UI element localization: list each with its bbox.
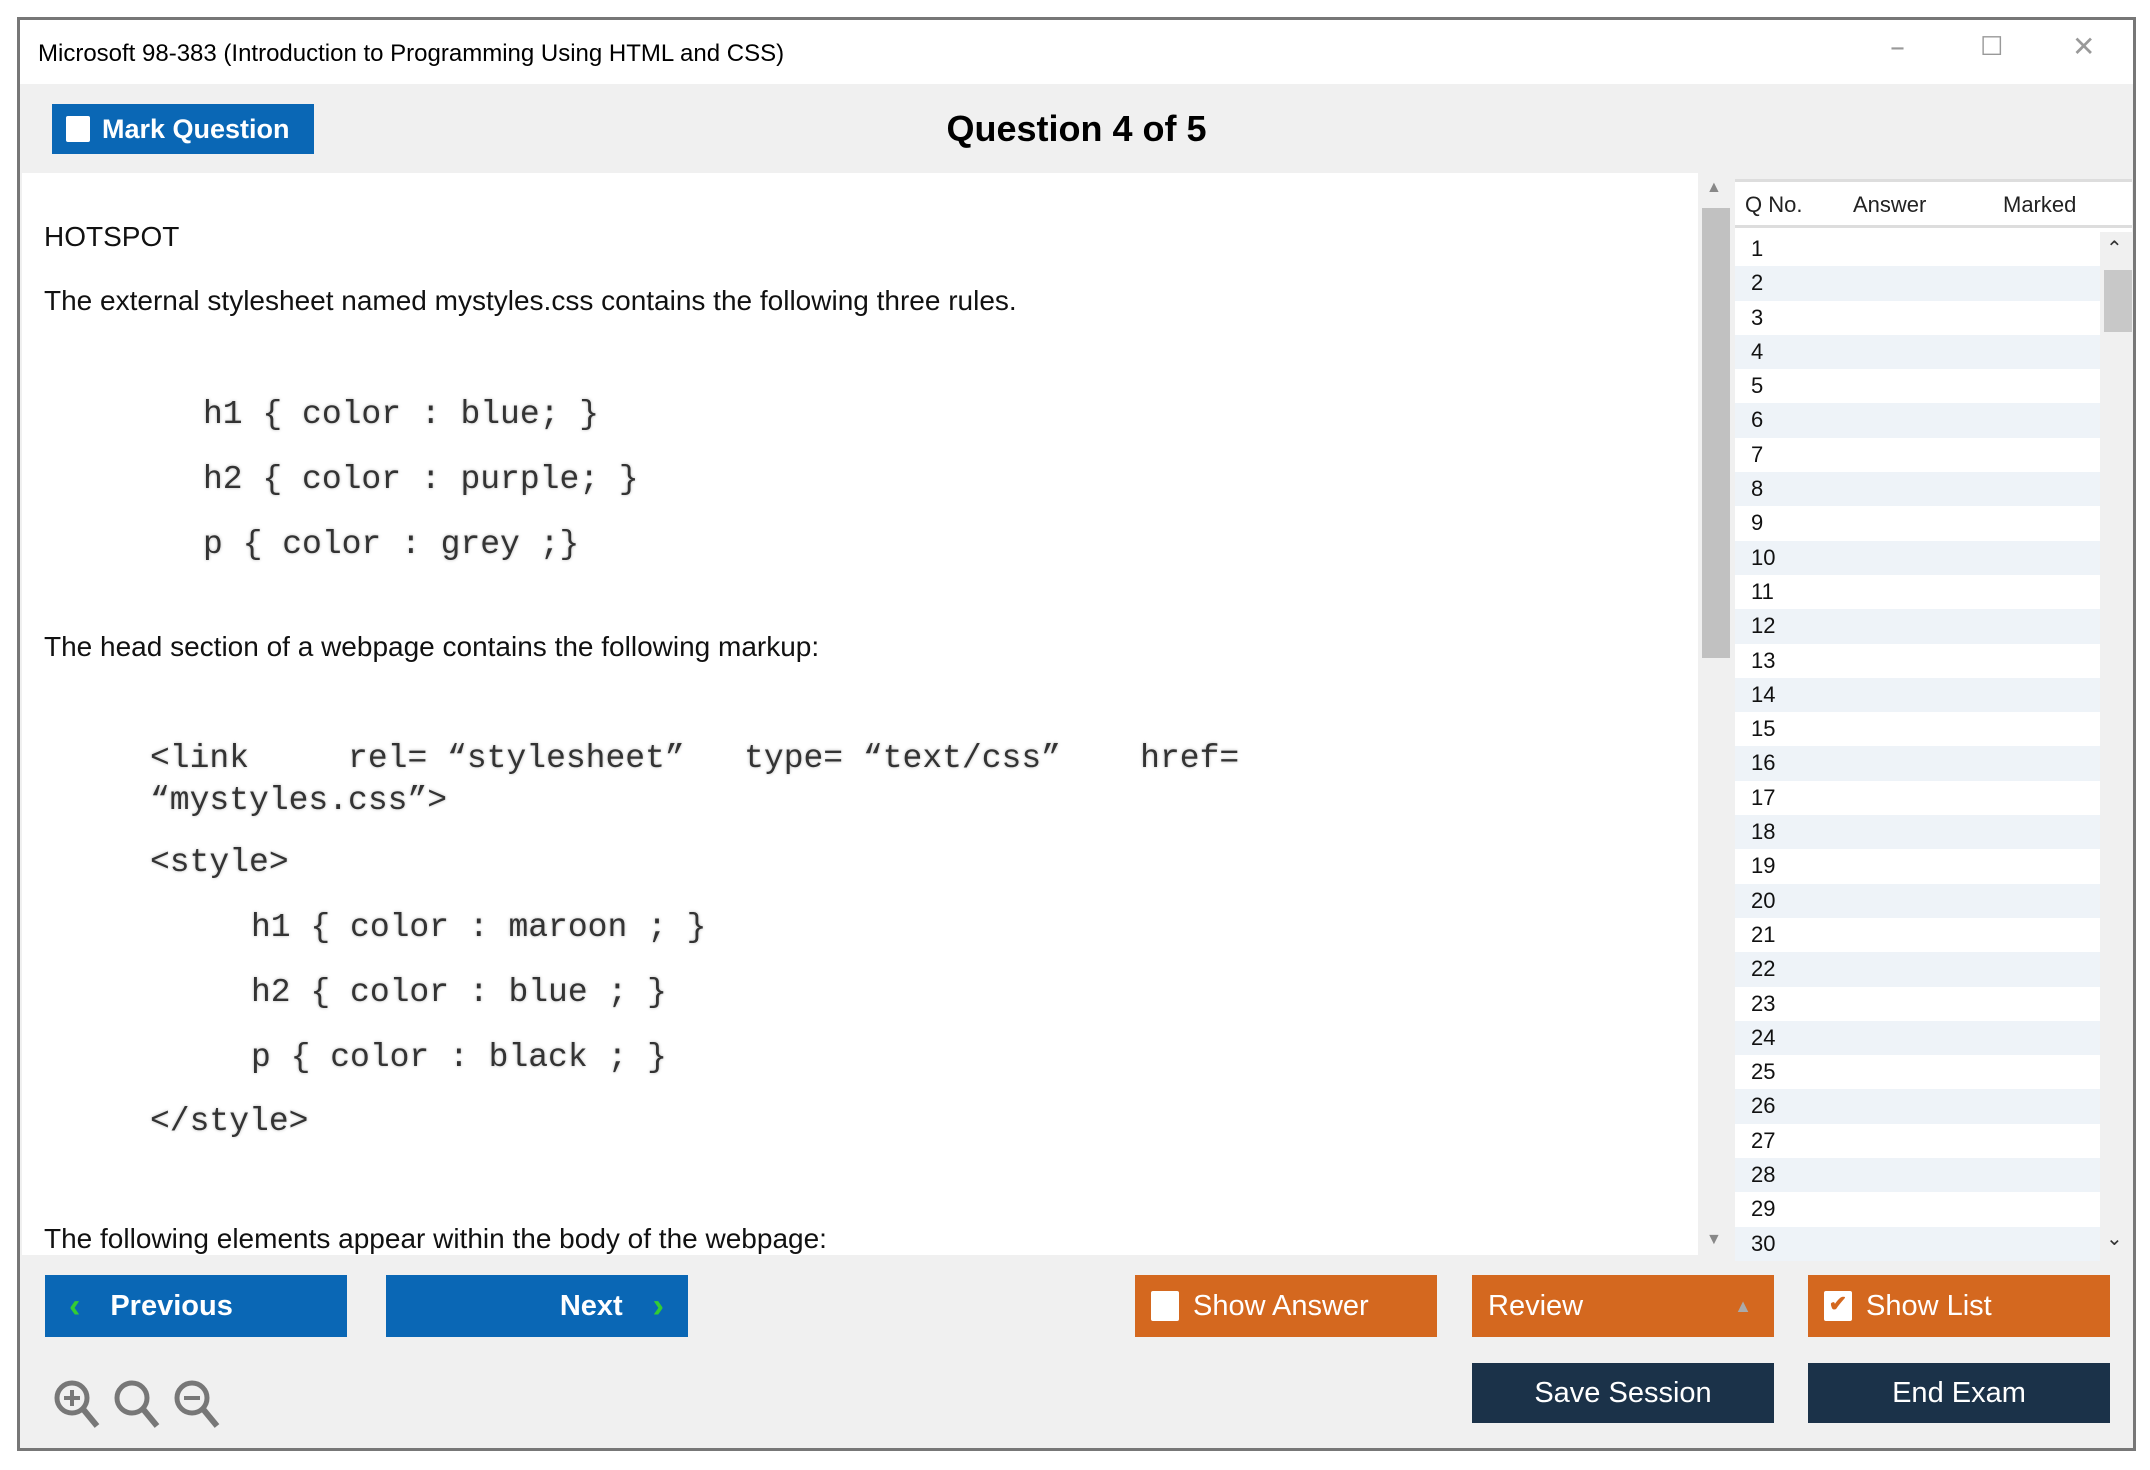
- exam-window: Microsoft 98-383 (Introduction to Progra…: [17, 17, 2136, 1451]
- col-marked[interactable]: Marked: [2003, 192, 2077, 217]
- head-intro: The head section of a webpage contains t…: [44, 631, 820, 662]
- list-scroll-thumb[interactable]: [2104, 270, 2132, 332]
- question-list-row[interactable]: 5: [1751, 373, 1764, 399]
- zoom-in-icon[interactable]: [52, 1378, 102, 1433]
- maximize-icon[interactable]: ☐: [1980, 32, 2004, 62]
- code-line: p { color : grey ;}: [203, 526, 580, 563]
- question-list-row[interactable]: 13: [1751, 647, 1776, 673]
- question-header: Question 4 of 5 Mark Question: [20, 84, 2133, 173]
- chevron-left-icon: ‹: [69, 1286, 81, 1325]
- next-button[interactable]: Next ›: [386, 1275, 688, 1337]
- scroll-thumb[interactable]: [1702, 208, 1730, 658]
- question-list-row[interactable]: 4: [1735, 334, 2100, 370]
- list-scrollbar[interactable]: ⌃ ⌄: [2100, 232, 2132, 1255]
- question-list-row[interactable]: 1: [1751, 236, 1764, 261]
- question-list-row[interactable]: 24: [1735, 1020, 2100, 1056]
- scroll-down-icon[interactable]: ▼: [1706, 1231, 1722, 1248]
- previous-button[interactable]: ‹ Previous: [45, 1275, 347, 1337]
- question-list-row[interactable]: 2: [1735, 266, 2100, 301]
- question-list-row[interactable]: 25: [1751, 1059, 1776, 1085]
- show-list-label: Show List: [1866, 1289, 1992, 1322]
- previous-label: Previous: [110, 1289, 233, 1322]
- question-list-row[interactable]: 11: [1751, 578, 1774, 604]
- show-answer-label: Show Answer: [1193, 1289, 1369, 1322]
- zoom-reset-icon[interactable]: [112, 1378, 162, 1433]
- code-line: “mystyles.css”>: [150, 782, 448, 819]
- close-icon[interactable]: ✕: [2072, 30, 2096, 63]
- window-title: Microsoft 98-383 (Introduction to Progra…: [38, 40, 785, 67]
- zoom-out-icon[interactable]: [172, 1378, 222, 1433]
- review-button[interactable]: Review ▲: [1472, 1275, 1774, 1337]
- next-label: Next: [559, 1289, 623, 1322]
- checkbox-icon: [66, 116, 90, 142]
- col-answer[interactable]: Answer: [1853, 192, 1927, 217]
- end-exam-button[interactable]: End Exam: [1808, 1363, 2110, 1423]
- code-line: h1 { color : maroon ; }: [251, 909, 707, 946]
- question-list-row[interactable]: 9: [1751, 510, 1764, 536]
- review-label: Review: [1488, 1289, 1584, 1322]
- question-type: HOTSPOT: [44, 221, 180, 252]
- question-title: Question 4 of 5: [946, 108, 1207, 149]
- show-list-button[interactable]: ✔ Show List: [1808, 1275, 2110, 1337]
- minimize-icon[interactable]: –: [1890, 30, 1905, 65]
- question-list-row[interactable]: 3: [1751, 304, 1764, 330]
- question-list-row[interactable]: 6: [1735, 403, 2100, 438]
- code-line: h2 { color : purple; }: [203, 461, 639, 498]
- mark-question-button[interactable]: Mark Question: [52, 104, 314, 154]
- title-bar: Microsoft 98-383 (Introduction to Progra…: [20, 20, 2133, 84]
- question-list-row[interactable]: 12: [1735, 609, 2100, 644]
- checkbox-checked-icon: ✔: [1824, 1291, 1852, 1321]
- scroll-up-icon[interactable]: ▲: [1706, 179, 1722, 196]
- question-list-row[interactable]: 21: [1751, 921, 1776, 947]
- mark-question-label: Mark Question: [102, 113, 290, 144]
- question-list-row[interactable]: 20: [1735, 883, 2100, 918]
- end-exam-label: End Exam: [1892, 1376, 2026, 1409]
- question-list-row[interactable]: 23: [1751, 990, 1776, 1016]
- question-list-row[interactable]: 26: [1735, 1089, 2100, 1124]
- question-list-row[interactable]: 18: [1735, 815, 2100, 850]
- question-list-row[interactable]: 15: [1751, 716, 1776, 742]
- question-list-row[interactable]: 28: [1735, 1158, 2100, 1193]
- question-list-row[interactable]: 19: [1751, 853, 1776, 879]
- checkbox-icon: [1151, 1291, 1179, 1321]
- col-qno[interactable]: Q No.: [1745, 192, 1803, 217]
- code-line: h1 { color : blue; }: [203, 396, 600, 433]
- content-scrollbar[interactable]: ▲ ▼: [1698, 173, 1732, 1255]
- chevron-down-icon[interactable]: ⌄: [2106, 1228, 2123, 1250]
- question-list-row[interactable]: 29: [1751, 1196, 1776, 1222]
- question-list-row[interactable]: 22: [1735, 952, 2100, 987]
- body-intro: The following elements appear within the…: [44, 1223, 827, 1254]
- question-list-row[interactable]: 10: [1735, 540, 2100, 575]
- code-line: h2 { color : blue ; }: [251, 974, 667, 1011]
- code-line: p { color : black ; }: [251, 1039, 667, 1076]
- show-answer-button[interactable]: Show Answer: [1135, 1275, 1437, 1337]
- code-line: <link rel= “stylesheet” type= “text/css”…: [150, 740, 1240, 777]
- question-list-row[interactable]: 17: [1751, 784, 1776, 810]
- question-list-row[interactable]: 8: [1735, 472, 2100, 507]
- chevron-right-icon: ›: [652, 1286, 664, 1325]
- question-list-row[interactable]: 27: [1751, 1127, 1776, 1153]
- question-list-row[interactable]: 14: [1735, 677, 2100, 713]
- save-session-label: Save Session: [1534, 1376, 1712, 1409]
- question-list-header: Q No. Answer Marked: [1735, 182, 2132, 228]
- save-session-button[interactable]: Save Session: [1472, 1363, 1774, 1423]
- question-list-row[interactable]: 16: [1735, 746, 2100, 781]
- question-intro: The external stylesheet named mystyles.c…: [44, 285, 1017, 316]
- question-list-row[interactable]: 7: [1751, 441, 1764, 467]
- chevron-up-icon[interactable]: ⌃: [2106, 238, 2123, 260]
- caret-up-icon: ▲: [1734, 1295, 1752, 1316]
- question-content: HOTSPOT The external stylesheet named my…: [22, 173, 1698, 1255]
- question-list-row[interactable]: 30: [1735, 1226, 2100, 1261]
- code-line: <style>: [150, 844, 289, 881]
- code-line: </style>: [150, 1103, 309, 1140]
